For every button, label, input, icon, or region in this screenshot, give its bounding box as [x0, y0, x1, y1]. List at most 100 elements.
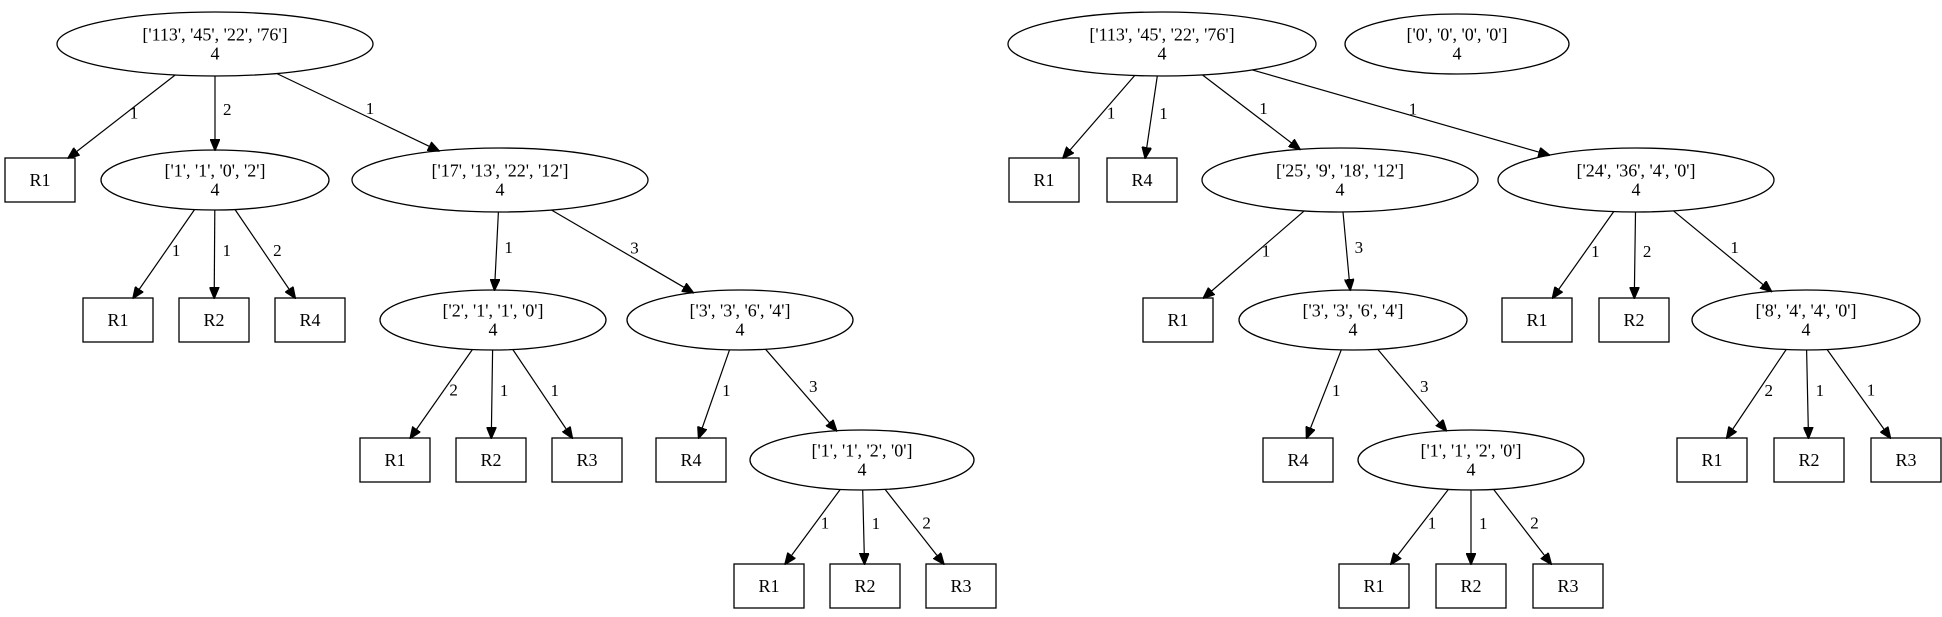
result-node-g_r1: R1	[1008, 157, 1080, 203]
node-label: R3	[950, 576, 971, 596]
result-box	[925, 563, 997, 609]
result-box	[1501, 297, 1573, 343]
state-ellipse	[100, 149, 330, 211]
edge-h-j	[1342, 211, 1350, 290]
result-box	[1598, 297, 1670, 343]
result-node-f_r1: R1	[733, 563, 805, 609]
result-node-k_r2: R2	[1773, 437, 1845, 483]
nodes-layer: ['113', '45', '22', '76']4R1 ['1', '1', '…	[4, 11, 1942, 609]
edge-g-g_r4	[1145, 75, 1158, 158]
edge-e-f	[765, 348, 837, 431]
node-label: R1	[758, 576, 779, 596]
edge-l-l_r3	[1493, 489, 1552, 564]
node-label: ['0', '0', '0', '0']	[1407, 25, 1508, 45]
result-box	[4, 157, 76, 203]
edge-i-i_r2	[1634, 211, 1635, 298]
edge-label: 1	[1479, 514, 1488, 533]
state-node-a: ['113', '45', '22', '76']4	[56, 11, 374, 77]
node-label: R1	[1701, 450, 1722, 470]
result-box	[1008, 157, 1080, 203]
result-box	[551, 437, 623, 483]
result-box	[178, 297, 250, 343]
result-box	[1532, 563, 1604, 609]
state-node-k: ['8', '4', '4', '0']4	[1691, 289, 1921, 351]
state-ellipse	[626, 289, 854, 351]
edge-i-k	[1673, 210, 1771, 292]
edge-c-e	[551, 209, 693, 293]
node-count: 4	[1453, 44, 1462, 64]
result-box	[359, 437, 431, 483]
edge-label: 1	[223, 241, 232, 260]
edge-label: 1	[1159, 104, 1168, 123]
edge-label: 1	[130, 104, 139, 123]
node-label: ['3', '3', '6', '4']	[690, 301, 791, 321]
node-count: 4	[1158, 44, 1167, 64]
state-node-h: ['25', '9', '18', '12']4	[1201, 147, 1479, 213]
result-node-i_r1: R1	[1501, 297, 1573, 343]
result-node-k_r1: R1	[1676, 437, 1748, 483]
result-box	[829, 563, 901, 609]
node-label: ['25', '9', '18', '12']	[1276, 161, 1404, 181]
state-node-l: ['1', '1', '2', '0']4	[1357, 429, 1585, 491]
node-label: R1	[1526, 310, 1547, 330]
edge-label: 1	[1262, 242, 1271, 261]
node-label: R2	[203, 310, 224, 330]
node-count: 4	[211, 180, 220, 200]
result-node-i_r2: R2	[1598, 297, 1670, 343]
state-ellipse	[1201, 147, 1479, 213]
edge-label: 1	[1107, 104, 1116, 123]
node-label: R1	[107, 310, 128, 330]
result-node-d_r2: R2	[455, 437, 527, 483]
state-ellipse	[56, 11, 374, 77]
node-label: R1	[1033, 170, 1054, 190]
result-box	[1676, 437, 1748, 483]
state-node-g: ['113', '45', '22', '76']4	[1007, 11, 1317, 77]
edge-label: 2	[449, 381, 458, 400]
edge-label: 1	[1428, 514, 1437, 533]
node-label: ['24', '36', '4', '0']	[1577, 161, 1696, 181]
edge-label: 1	[1816, 381, 1825, 400]
edge-f-f_r2	[863, 489, 865, 564]
edge-label: 3	[1420, 377, 1429, 396]
node-count: 4	[1632, 180, 1641, 200]
edge-l-l_r1	[1391, 489, 1449, 564]
node-label: ['1', '1', '2', '0']	[812, 441, 913, 461]
edge-d-d_r1	[410, 349, 473, 439]
state-node-b: ['1', '1', '0', '2']4	[100, 149, 330, 211]
node-label: R1	[1167, 310, 1188, 330]
node-count: 4	[211, 44, 220, 64]
edge-label: 1	[1591, 242, 1600, 261]
edge-label: 1	[172, 241, 181, 260]
edge-g-i	[1252, 69, 1549, 155]
node-label: ['3', '3', '6', '4']	[1303, 301, 1404, 321]
edge-label: 2	[223, 100, 232, 119]
edge-label: 1	[722, 381, 731, 400]
result-node-d_r1: R1	[359, 437, 431, 483]
state-node-d: ['2', '1', '1', '0']4	[379, 289, 607, 351]
edge-label: 1	[1867, 381, 1876, 400]
result-node-f_r2: R2	[829, 563, 901, 609]
state-ellipse	[1007, 11, 1317, 77]
edge-b-b_r2	[214, 209, 215, 298]
edge-label: 3	[630, 238, 639, 257]
node-count: 4	[496, 180, 505, 200]
edge-label: 1	[872, 514, 881, 533]
edge-label: 2	[922, 514, 931, 533]
state-ellipse	[1497, 147, 1775, 213]
state-ellipse	[379, 289, 607, 351]
edge-label: 2	[273, 241, 282, 260]
edge-label: 1	[366, 99, 375, 118]
edge-i-i_r1	[1553, 211, 1615, 298]
result-node-l_r3: R3	[1532, 563, 1604, 609]
edge-label: 2	[1643, 242, 1652, 261]
result-box	[455, 437, 527, 483]
node-label: R2	[1623, 310, 1644, 330]
node-count: 4	[1349, 320, 1358, 340]
result-node-b_r2: R2	[178, 297, 250, 343]
node-label: R1	[384, 450, 405, 470]
edge-label: 1	[1730, 238, 1739, 257]
state-ellipse	[1691, 289, 1921, 351]
node-count: 4	[736, 320, 745, 340]
